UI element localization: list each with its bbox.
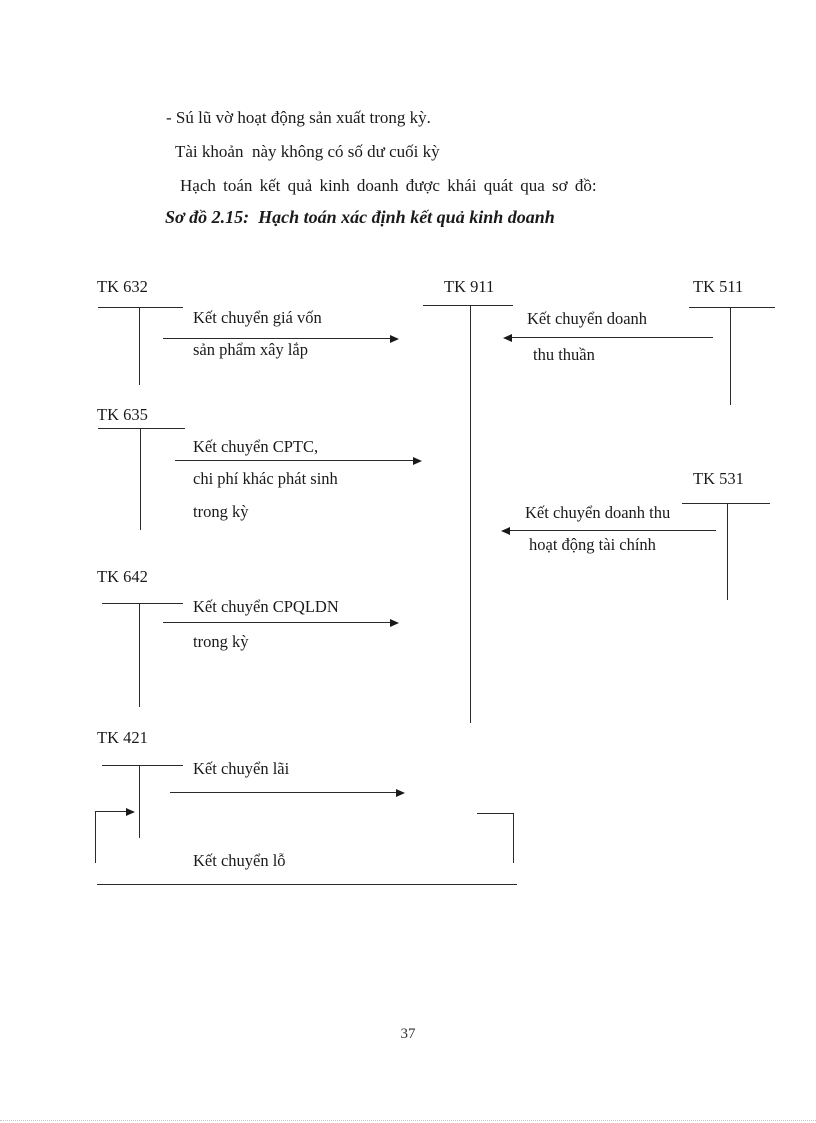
- flow-lo-hook-vline: [95, 811, 96, 863]
- tk511-stem-line: [730, 307, 731, 405]
- tk642-label: TK 642: [97, 567, 148, 586]
- flow-lo-bracket-vline: [513, 813, 514, 863]
- tk531-label: TK 531: [693, 469, 744, 488]
- tk511-top-line: [689, 307, 775, 308]
- flow-531-label-line1: Kết chuyển doanh thu: [525, 503, 671, 522]
- flow-lai-arrow: [170, 788, 405, 797]
- tk642-top-line: [102, 603, 183, 604]
- tk632-top-line: [98, 307, 183, 308]
- page-number: 37: [400, 1026, 416, 1042]
- tk635-stem-line: [140, 428, 141, 530]
- tk421-top-line: [102, 765, 183, 766]
- tk531-stem-line: [727, 503, 728, 600]
- tk911-stem-line: [470, 305, 471, 723]
- flow-642-arrow: [163, 618, 399, 627]
- flow-531-label-line2: hoạt động tài chính: [529, 535, 656, 554]
- flow-632-arrow: [163, 334, 399, 343]
- tk635-label: TK 635: [97, 405, 148, 424]
- flow-635-arrow: [175, 456, 422, 465]
- tk421-label: TK 421: [97, 728, 148, 747]
- intro-line-3: Hạch toán kết quả kinh doanh được khái q…: [180, 176, 597, 195]
- tk511-label: TK 511: [693, 277, 744, 296]
- intro-line-1: - Sú lũ vờ hoạt động sản xuất trong kỳ.: [166, 108, 431, 127]
- flow-lo-bottom-line: [97, 884, 517, 885]
- tk632-stem-line: [139, 307, 140, 385]
- tk911-label: TK 911: [444, 277, 495, 296]
- flow-635-label-line3: trong kỳ: [193, 502, 249, 521]
- flow-lo-label: Kết chuyển lỗ: [193, 851, 286, 870]
- flow-lo-bracket-hline: [477, 813, 513, 814]
- flow-lai-label: Kết chuyển lãi: [193, 759, 290, 778]
- flow-511-label-line1: Kết chuyển doanh: [527, 309, 648, 328]
- flow-642-label-line1: Kết chuyển CPQLDN: [193, 597, 339, 616]
- flow-632-label-line1: Kết chuyển giá vốn: [193, 308, 322, 327]
- tk421-stem-line: [139, 765, 140, 838]
- page-edge-dotted-border: [0, 1120, 816, 1121]
- tk531-top-line: [682, 503, 770, 504]
- intro-line-2: Tài khoản này không có số dư cuối kỳ: [175, 142, 440, 161]
- flow-511-label-line2: thu thuần: [533, 345, 595, 364]
- flow-635-label-line1: Kết chuyển CPTC,: [193, 437, 319, 456]
- flow-531-arrow: [501, 526, 716, 535]
- flow-lo-hook-arrow: [95, 807, 135, 816]
- tk632-label: TK 632: [97, 277, 148, 296]
- flow-642-label-line2: trong kỳ: [193, 632, 249, 651]
- diagram-caption: Sơ đồ 2.15: Hạch toán xác định kết quả k…: [165, 207, 555, 227]
- tk642-stem-line: [139, 603, 140, 707]
- flow-511-arrow: [503, 333, 713, 342]
- tk635-top-line: [98, 428, 185, 429]
- tk911-top-line: [423, 305, 513, 306]
- flow-632-label-line2: sản phẩm xây lắp: [193, 340, 309, 359]
- flow-635-label-line2: chi phí khác phát sinh: [193, 469, 338, 488]
